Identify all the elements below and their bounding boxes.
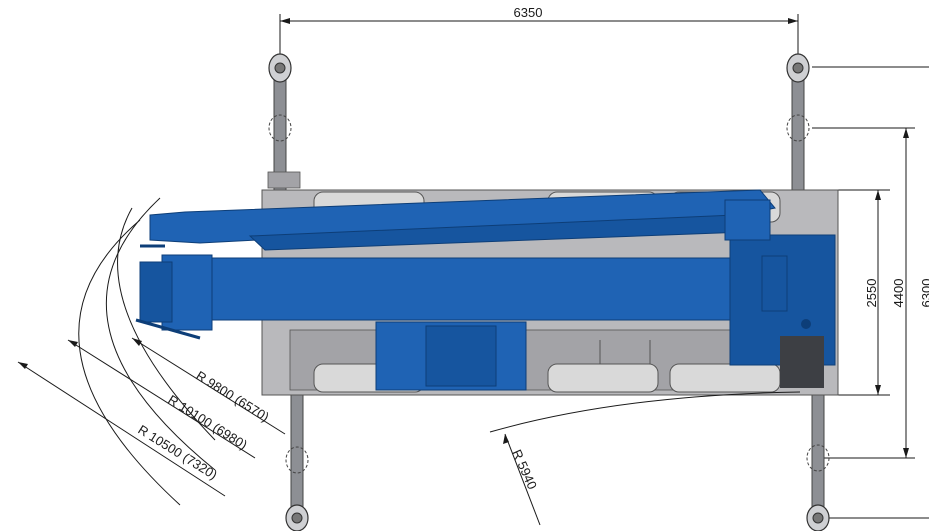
dimension-6350: 6350 [279, 5, 799, 60]
outrigger-rear-left [285, 389, 309, 531]
dimension-6300-label: 6300 [919, 279, 929, 308]
wheel-rear-right [669, 363, 781, 393]
dimension-2550-label: 2550 [864, 279, 879, 308]
dimension-6300: 6300 [812, 66, 929, 519]
radius-lines [17, 197, 286, 506]
outrigger-rear-right [806, 394, 830, 531]
jib-arm [149, 189, 776, 251]
turning-radius [489, 391, 801, 526]
superstructure [199, 234, 836, 391]
dimension-2550: 2550 [830, 189, 890, 396]
turning-radius-label: R 5940 [509, 447, 540, 491]
main-boom [199, 257, 731, 321]
dimension-4400: 4400 [812, 127, 915, 459]
outrigger-front-left [267, 53, 301, 194]
engine-grille [780, 336, 824, 388]
boom-head [135, 244, 213, 340]
outrigger-front-right [786, 53, 810, 194]
dimension-6350-label: 6350 [514, 5, 543, 20]
dimension-4400-label: 4400 [891, 279, 906, 308]
wheel-rear-mid [547, 363, 659, 393]
